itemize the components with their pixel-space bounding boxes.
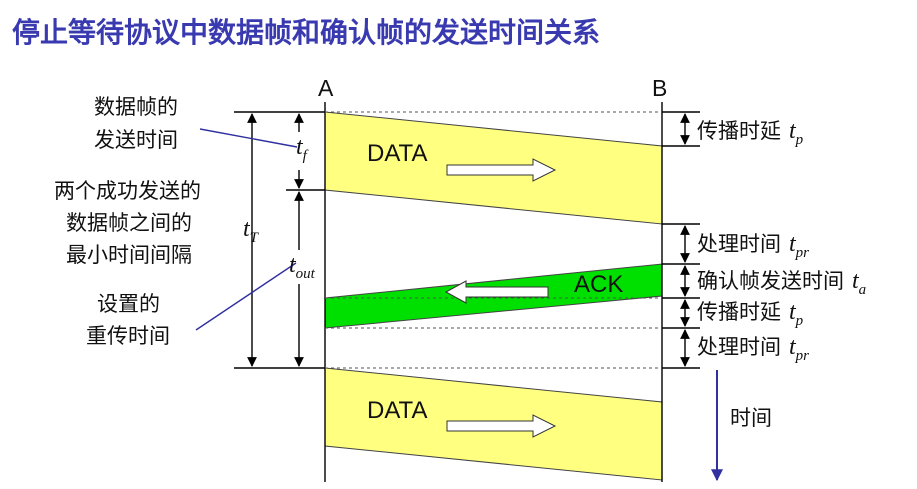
min-interval-label-line3: 最小时间间隔 <box>66 243 192 267</box>
tf-symbol: tf <box>296 134 309 164</box>
station-b-label: B <box>652 75 667 101</box>
right-arrow-icon <box>446 414 557 438</box>
ack-frame-label: ACK <box>574 271 623 298</box>
send-time-label-line1: 数据帧的 <box>94 95 178 119</box>
retransmit-leader <box>195 262 297 331</box>
station-a-label: A <box>318 75 334 101</box>
retransmit-label-line1: 设置的 <box>97 292 160 316</box>
tout-symbol: tout <box>289 252 316 282</box>
min-interval-label-line2: 数据帧之间的 <box>66 211 192 235</box>
time-axis-label: 时间 <box>730 406 772 430</box>
right-arrow-icon <box>446 158 557 182</box>
tT-symbol: tT <box>243 216 260 246</box>
retransmit-label-line2: 重传时间 <box>86 324 170 348</box>
data-frame-1-label: DATA <box>367 140 427 167</box>
send-time-label-line2: 发送时间 <box>94 128 178 152</box>
min-interval-label-line1: 两个成功发送的 <box>54 179 201 203</box>
data-frame-2-label: DATA <box>367 397 427 424</box>
left-arrow-icon <box>444 280 549 304</box>
send-time-leader <box>199 128 298 148</box>
page-title: 停止等待协议中数据帧和确认帧的发送时间关系 <box>12 16 600 49</box>
